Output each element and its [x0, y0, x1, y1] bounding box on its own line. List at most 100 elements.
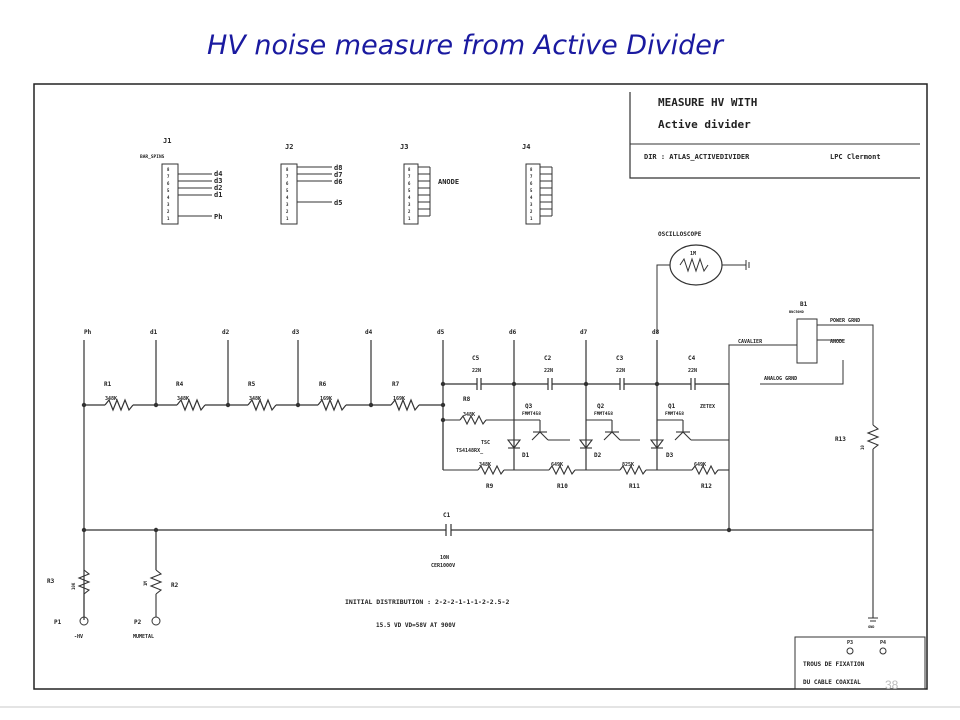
svg-text:MUMETAL: MUMETAL: [133, 634, 154, 640]
title-block-org: LPC Clermont: [830, 153, 881, 161]
svg-text:-HV: -HV: [74, 634, 83, 640]
b1-connector: B1 BNC50HD CAVALIER ANODE POWER GRND ANA…: [728, 301, 874, 425]
svg-text:169K: 169K: [393, 396, 405, 402]
svg-text:3: 3: [530, 202, 533, 207]
svg-text:5: 5: [286, 188, 289, 193]
slide-title: HV noise measure from Active Divider: [207, 30, 723, 61]
svg-text:R3: R3: [47, 578, 55, 585]
port-p1: P1 -HV: [54, 616, 89, 640]
svg-text:22N: 22N: [616, 368, 625, 374]
svg-text:FMMT458: FMMT458: [594, 411, 613, 417]
svg-text:R6: R6: [319, 381, 327, 388]
svg-text:7: 7: [286, 174, 289, 179]
svg-text:d3: d3: [214, 177, 222, 185]
svg-text:R2: R2: [171, 582, 179, 589]
svg-text:4: 4: [167, 195, 170, 200]
svg-text:4: 4: [286, 195, 289, 200]
svg-text:6: 6: [530, 181, 533, 186]
svg-text:R12: R12: [701, 483, 712, 490]
resistor-r13: R13 10 GND: [835, 424, 880, 629]
svg-text:R10: R10: [557, 483, 568, 490]
svg-text:1: 1: [167, 216, 170, 221]
capacitor-c1: C1 10N CER1000V: [431, 512, 455, 569]
svg-text:8: 8: [167, 167, 170, 172]
svg-text:8: 8: [286, 167, 289, 172]
bottom-resistors: [442, 420, 729, 476]
svg-text:6: 6: [167, 181, 170, 186]
svg-text:BNC50HD: BNC50HD: [789, 310, 804, 314]
svg-text:8: 8: [408, 167, 411, 172]
svg-text:348K: 348K: [249, 396, 261, 402]
connector-j3: J3 8 7 6 5 4 3 2 1 ANODE: [400, 143, 459, 225]
junction-dots: [81, 381, 732, 533]
svg-text:R13: R13: [835, 436, 846, 443]
svg-text:22N: 22N: [688, 368, 697, 374]
svg-text:d6: d6: [509, 329, 517, 336]
sheet-frame: [33, 83, 928, 690]
svg-text:C5: C5: [472, 355, 480, 362]
title-block-line1: MEASURE HV WITH: [658, 96, 757, 109]
svg-text:R7: R7: [392, 381, 400, 388]
svg-text:C1: C1: [443, 512, 451, 519]
svg-text:d3: d3: [292, 329, 300, 336]
distribution-note: INITIAL DISTRIBUTION : 2-2-2-1-1-1-2-2.5…: [345, 598, 509, 606]
capacitor-row: [443, 378, 729, 390]
svg-text:J3: J3: [400, 143, 408, 151]
svg-text:BAR_SPINS: BAR_SPINS: [140, 154, 165, 160]
oscilloscope: OSCILLOSCOPE 1M: [656, 231, 750, 333]
svg-text:ZETEX: ZETEX: [700, 404, 715, 410]
svg-text:348K: 348K: [105, 396, 117, 402]
page-number: 38: [885, 678, 899, 692]
svg-text:d5: d5: [437, 329, 445, 336]
connector-j4: J4 8 7 6 5 4 3 2 1: [522, 143, 553, 225]
svg-text:TROUS DE FIXATION: TROUS DE FIXATION: [803, 661, 865, 668]
svg-text:1: 1: [408, 216, 411, 221]
svg-text:d6: d6: [334, 178, 342, 186]
svg-text:2: 2: [408, 209, 411, 214]
port-p2: P2 MUMETAL: [133, 616, 161, 640]
tap-wires: [83, 340, 658, 620]
svg-text:d1: d1: [150, 329, 158, 336]
resistor-chain-labels: R1 348K R4 348K R5 348K R6 169K R7 169K: [104, 381, 405, 402]
svg-text:4: 4: [408, 195, 411, 200]
connector-j1: J1 BAR_SPINS 8 7 6 5 4 3 2 1 d4 d3 d2 d1…: [140, 137, 222, 225]
svg-text:ANODE: ANODE: [830, 339, 845, 345]
svg-text:7: 7: [167, 174, 170, 179]
svg-text:649K: 649K: [551, 462, 563, 468]
svg-text:6: 6: [286, 181, 289, 186]
svg-text:D3: D3: [666, 452, 674, 459]
svg-text:d7: d7: [580, 329, 588, 336]
svg-text:d2: d2: [214, 184, 222, 192]
svg-text:CER1000V: CER1000V: [431, 563, 455, 569]
svg-text:22N: 22N: [544, 368, 553, 374]
svg-text:348K: 348K: [463, 412, 475, 418]
svg-text:2: 2: [286, 209, 289, 214]
svg-text:d4: d4: [214, 170, 222, 178]
svg-text:649K: 649K: [694, 462, 706, 468]
svg-text:2: 2: [530, 209, 533, 214]
svg-text:FMMT458: FMMT458: [522, 411, 541, 417]
svg-text:10N: 10N: [440, 555, 449, 561]
svg-text:4: 4: [530, 195, 533, 200]
svg-text:C2: C2: [544, 355, 552, 362]
title-block-dir: DIR : ATLAS_ACTIVEDIVIDER: [644, 153, 750, 161]
svg-text:7: 7: [530, 174, 533, 179]
svg-text:1M: 1M: [690, 251, 696, 257]
svg-text:1: 1: [286, 216, 289, 221]
svg-text:B1: B1: [800, 301, 808, 308]
svg-text:D1: D1: [522, 452, 530, 459]
svg-text:Q2: Q2: [597, 403, 605, 410]
bottom-bus: [84, 524, 873, 570]
svg-text:5: 5: [530, 188, 533, 193]
svg-text:ANODE: ANODE: [438, 178, 459, 186]
svg-text:D2: D2: [594, 452, 602, 459]
transistor-stage: [443, 384, 730, 530]
svg-text:C4: C4: [688, 355, 696, 362]
svg-text:C3: C3: [616, 355, 624, 362]
svg-text:348K: 348K: [177, 396, 189, 402]
svg-text:2: 2: [167, 209, 170, 214]
svg-text:3: 3: [408, 202, 411, 207]
connector-j2: J2 8 7 6 5 4 3 2 1 d8 d7 d6 d5: [280, 143, 342, 225]
svg-text:3: 3: [286, 202, 289, 207]
